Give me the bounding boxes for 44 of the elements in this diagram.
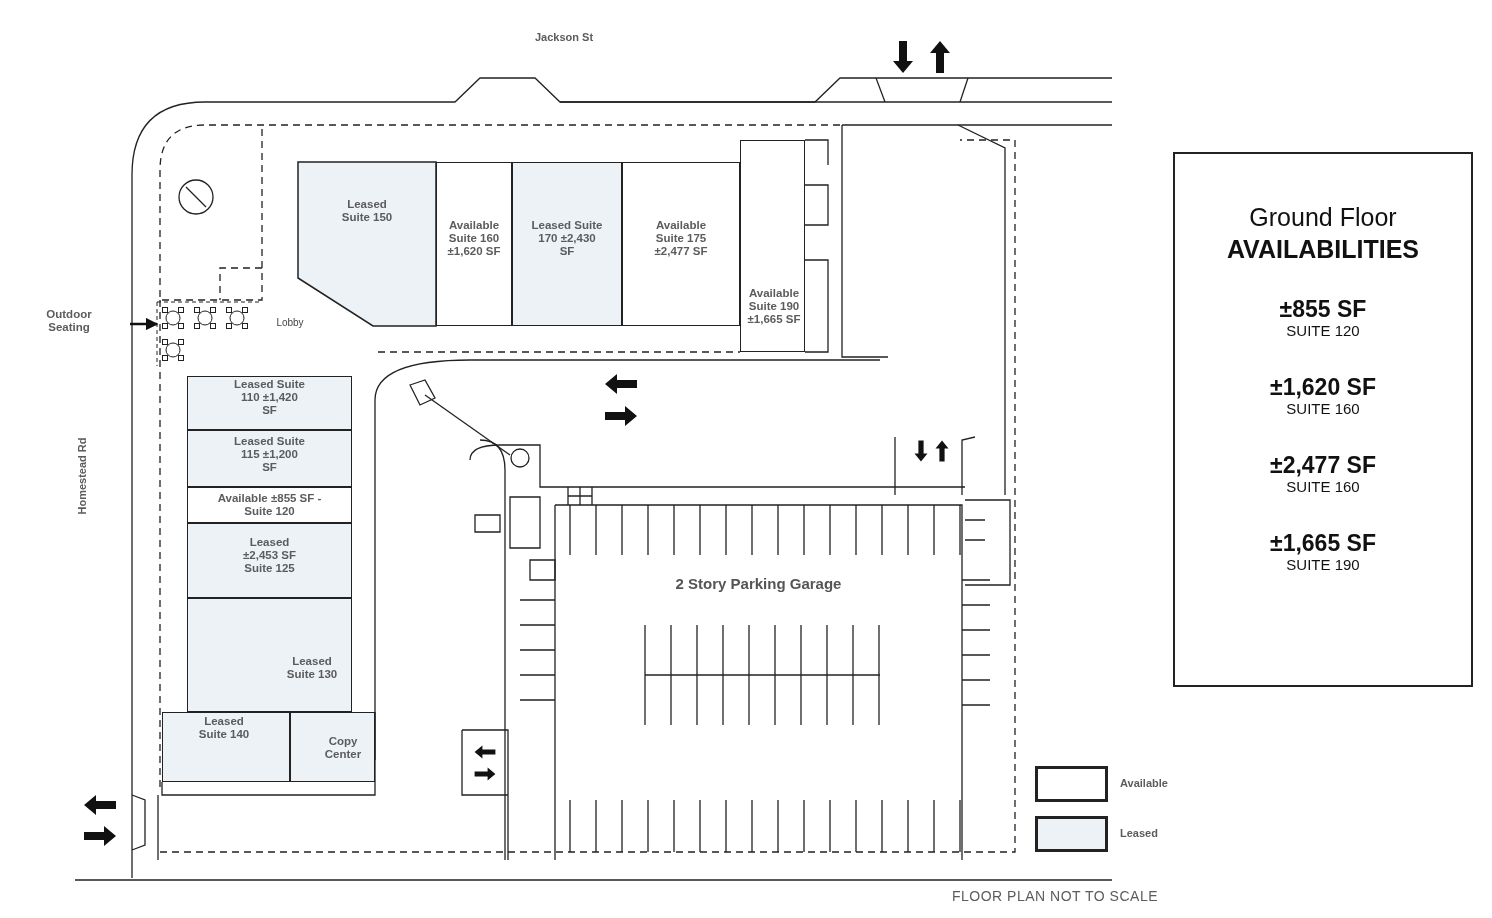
suite-number: SUITE 160 [1286,400,1360,418]
suite-label: Leased Suite 140 [197,715,251,741]
panel-heading: AVAILABILITIES [1226,234,1420,265]
suite-label: Leased Suite 110 ±1,420 SF [233,378,306,417]
suite-label: Leased Suite 115 ±1,200 SF [233,435,306,474]
suite-label: Available ±855 SF - Suite 120 [216,492,323,518]
suite-label: Copy Center [323,735,363,761]
suite-number: SUITE 160 [1286,478,1360,496]
suite-area [162,712,290,782]
suite-area [436,162,512,326]
garage-label: 2 Story Parking Garage [675,577,842,590]
area-figure: ±1,665 SF [1270,530,1376,556]
suite-area [290,712,375,782]
suite-label: Leased Suite 170 ±2,430 SF [531,219,603,258]
suite-label: Available Suite 160 ±1,620 SF [446,219,502,258]
suite-area [740,140,805,352]
suite-label: Available Suite 190 ±1,665 SF [746,287,802,326]
suite-area [187,430,352,487]
suite-number: SUITE 190 [1286,556,1360,574]
suite-label: Leased Suite 150 [340,198,394,224]
callout-text: Outdoor Seating [45,308,93,334]
suite-label: Leased ±2,453 SF Suite 125 [242,536,297,575]
suite-area [187,598,352,712]
street-name: Homestead Rd [76,437,88,515]
availability-panel [1173,152,1473,687]
room-label: Lobby [276,316,304,329]
area-figure: ±1,620 SF [1270,374,1376,400]
suite-area [187,487,352,523]
area-figure: ±2,477 SF [1270,452,1376,478]
suite-area [187,376,352,430]
legend-label: Leased [1120,827,1158,839]
suite-label: Leased Suite 130 [285,655,339,681]
suite-area [622,162,740,326]
street-name: Jackson St [535,31,594,43]
suite-area [187,523,352,598]
plan-note: FLOOR PLAN NOT TO SCALE [952,888,1158,904]
seating-area [157,302,261,366]
suite-label: Available Suite 175 ±2,477 SF [653,219,709,258]
suite-number: SUITE 120 [1286,322,1360,340]
suite-area [512,162,622,326]
leader-arrow [130,317,159,331]
panel-heading: Ground Floor [1249,202,1397,232]
area-figure: ±855 SF [1279,296,1367,322]
legend-label: Available [1120,777,1168,789]
